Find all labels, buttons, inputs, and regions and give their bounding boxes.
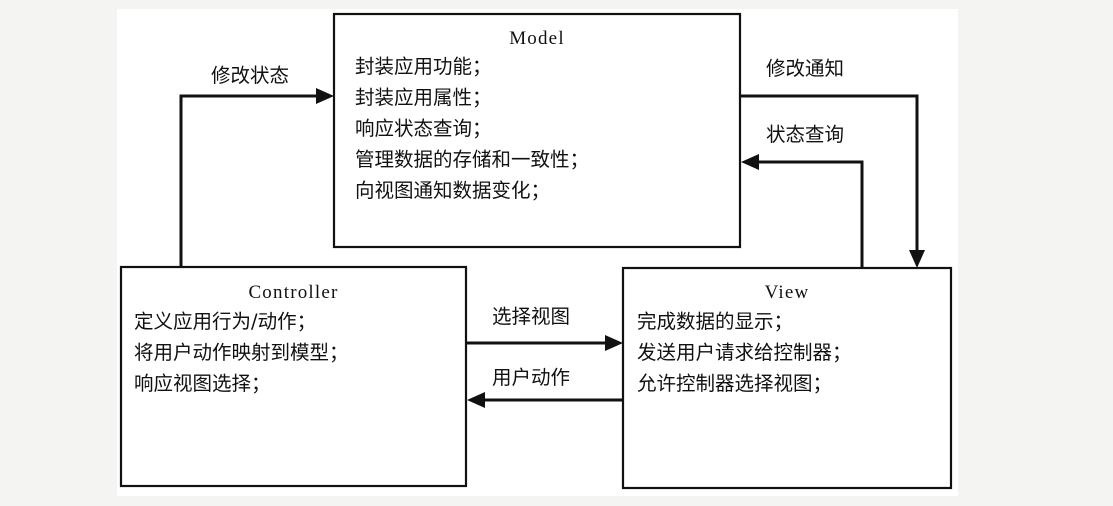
view-box-title: View	[764, 282, 810, 303]
controller-line-3: 响应视图选择；	[134, 372, 271, 395]
model-line-1: 封装应用功能；	[355, 55, 492, 78]
edge-label-user-action: 用户动作	[492, 366, 571, 389]
edge-model-to-view-arrowhead	[909, 250, 925, 268]
edge-label-select-view: 选择视图	[492, 305, 571, 328]
edge-view-to-model-arrowhead	[741, 154, 759, 170]
controller-box-body: 定义应用行为/动作； 将用户动作映射到模型； 响应视图选择；	[134, 306, 349, 399]
edge-controller-to-model-arrowhead	[316, 88, 334, 104]
model-line-4: 管理数据的存储和一致性；	[355, 148, 590, 171]
controller-box-title: Controller	[248, 282, 339, 303]
view-line-2: 发送用户请求给控制器；	[637, 341, 852, 364]
view-line-3: 允许控制器选择视图；	[637, 372, 833, 395]
controller-line-1: 定义应用行为/动作；	[134, 310, 317, 333]
edge-controller-to-view-arrowhead	[605, 335, 623, 351]
model-box-title: Model	[509, 28, 565, 49]
view-box-body: 完成数据的显示； 发送用户请求给控制器； 允许控制器选择视图；	[637, 306, 852, 399]
edge-label-modify-notify: 修改通知	[766, 57, 845, 80]
edge-label-state-query: 状态查询	[766, 123, 845, 146]
model-box-body: 封装应用功能； 封装应用属性； 响应状态查询； 管理数据的存储和一致性； 向视图…	[355, 51, 589, 206]
view-line-1: 完成数据的显示；	[637, 310, 794, 333]
model-line-3: 响应状态查询；	[355, 117, 492, 140]
edge-model-to-view-line	[741, 94, 919, 256]
controller-box	[119, 265, 468, 488]
edge-view-to-model-line	[753, 160, 864, 268]
controller-line-2: 将用户动作映射到模型；	[134, 341, 349, 364]
model-box	[332, 12, 742, 249]
model-line-2: 封装应用属性；	[355, 86, 492, 109]
edge-label-modify-state: 修改状态	[211, 64, 290, 87]
view-box	[621, 266, 953, 490]
model-line-5: 向视图通知数据变化；	[355, 179, 551, 202]
edge-view-to-controller-arrowhead	[467, 392, 485, 408]
edge-controller-to-model-line	[179, 94, 322, 267]
